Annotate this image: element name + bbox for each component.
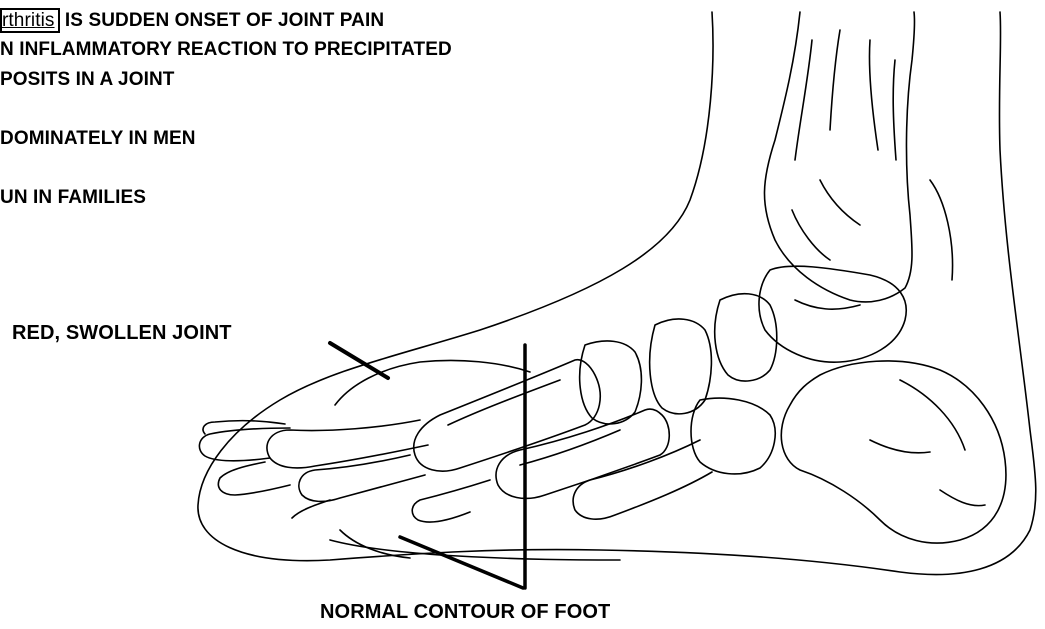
contour-pointer-diagonal xyxy=(400,537,523,588)
phalanx-3 xyxy=(412,480,490,522)
metatarsal-3 xyxy=(573,440,712,519)
metatarsal-2 xyxy=(496,409,669,498)
phalanx-2 xyxy=(299,455,425,501)
metatarsal-1 xyxy=(414,360,600,471)
navicular xyxy=(715,294,777,381)
swelling-contour xyxy=(335,360,530,405)
tibia xyxy=(764,12,914,302)
foot-outline xyxy=(198,12,1036,575)
calcaneus xyxy=(781,361,1006,543)
cuboid xyxy=(691,398,775,474)
talus xyxy=(759,266,906,362)
phalanx-1 xyxy=(267,420,428,468)
cuneiform-2 xyxy=(580,341,642,424)
toe-2 xyxy=(218,462,290,495)
